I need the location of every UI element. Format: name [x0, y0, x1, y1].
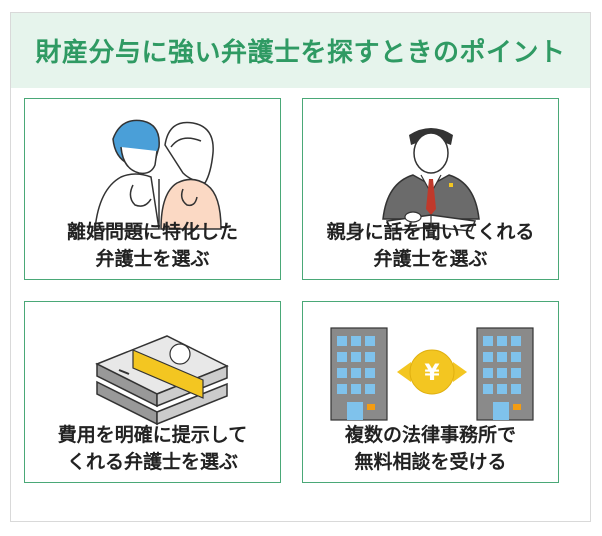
page-title: 財産分与に強い弁護士を探すときのポイント: [35, 38, 566, 68]
lawyer-icon: [382, 128, 480, 232]
yen-symbol: ¥: [424, 361, 440, 386]
card-caption: 複数の法律事務所で 無料相談を受ける: [344, 424, 516, 473]
card-caption: 費用を明確に提示して くれる弁護士を選ぶ: [57, 424, 248, 473]
office-buildings-yen-icon: ¥: [330, 327, 534, 421]
point-card-specialized: 離婚問題に特化した 弁護士を選ぶ: [24, 98, 281, 280]
couple-thinking-icon: [94, 119, 222, 230]
money-stack-icon: [95, 335, 229, 426]
point-card-free-consultation: ¥ 複数の法律事務所で 無料相談を受ける: [302, 301, 559, 483]
card-caption: 離婚問題に特化した 弁護士を選ぶ: [66, 221, 238, 270]
point-card-attentive: 親身に話を聞いてくれる 弁護士を選ぶ: [302, 98, 559, 280]
title-banner: 財産分与に強い弁護士を探すときのポイント: [11, 13, 590, 88]
card-caption: 親身に話を聞いてくれる 弁護士を選ぶ: [326, 221, 535, 270]
point-card-clear-fees: 費用を明確に提示して くれる弁護士を選ぶ: [24, 301, 281, 483]
